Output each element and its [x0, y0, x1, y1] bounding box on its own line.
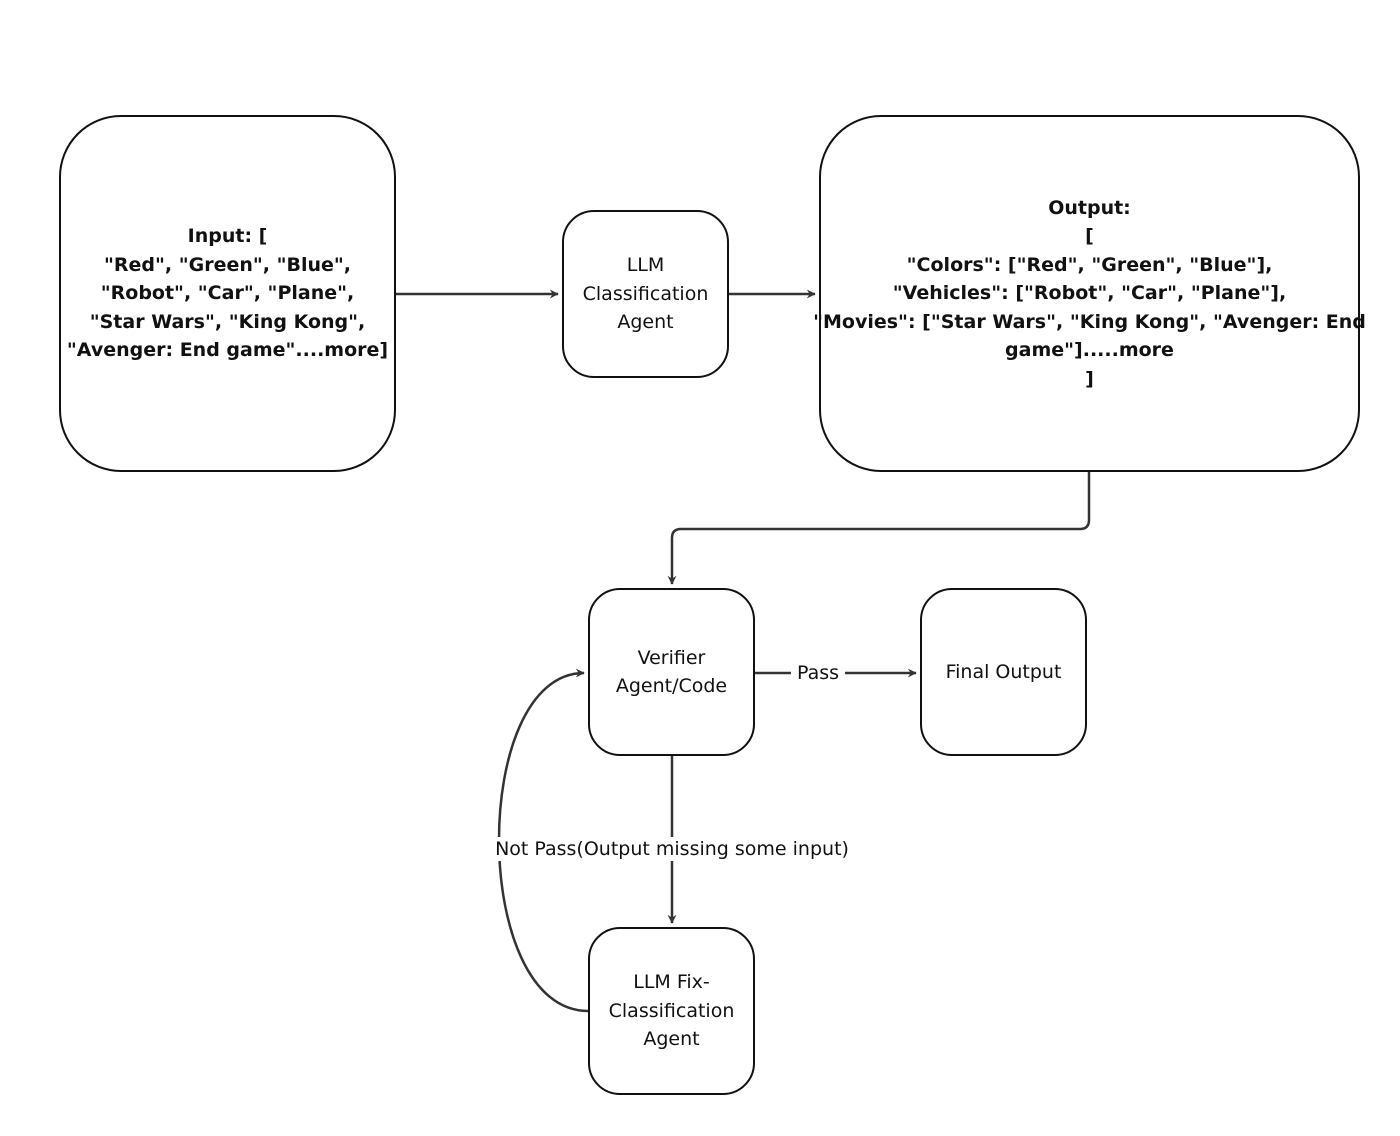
- fix-classification-line: LLM Fix-: [633, 971, 710, 994]
- output-line: "Movies": ["Star Wars", "King Kong", "Av…: [813, 310, 1366, 333]
- edge-output-to-verifier: [667, 472, 1091, 585]
- not-pass-edge-label: Not Pass(Output missing some input): [489, 837, 855, 861]
- final-output-line: Final Output: [945, 660, 1062, 683]
- llm-classification-line: Classification: [582, 282, 709, 305]
- fix-classification-line: Agent: [643, 1028, 700, 1051]
- llm-classification-line: Agent: [617, 311, 674, 334]
- input-line: "Robot", "Car", "Plane",: [100, 282, 355, 305]
- output-line: game"].....more: [1005, 339, 1174, 362]
- verifier-agent-node: Verifier Agent/Code: [588, 588, 755, 756]
- llm-classification-agent-node: LLM Classification Agent: [562, 210, 729, 378]
- pass-edge-label: Pass: [790, 661, 846, 685]
- input-line: "Red", "Green", "Blue",: [103, 253, 352, 276]
- output-line: "Vehicles": ["Robot", "Car", "Plane"],: [892, 282, 1287, 305]
- output-line: [: [1085, 225, 1094, 248]
- output-line: Output:: [1048, 196, 1131, 219]
- fix-classification-agent-node: LLM Fix- Classification Agent: [588, 927, 755, 1095]
- final-output-node: Final Output: [920, 588, 1087, 756]
- input-line: Input: [: [187, 225, 268, 248]
- output-line: ]: [1085, 367, 1094, 390]
- input-line: "Star Wars", "King Kong",: [89, 310, 366, 333]
- output-node: Output: [ "Colors": ["Red", "Green", "Bl…: [813, 115, 1366, 472]
- input-line: "Avenger: End game"....more]: [66, 339, 389, 362]
- input-node: Input: [ "Red", "Green", "Blue", "Robot"…: [59, 115, 396, 472]
- verifier-line: Agent/Code: [615, 675, 728, 697]
- output-line: "Colors": ["Red", "Green", "Blue"],: [906, 253, 1273, 276]
- verifier-line: Verifier: [637, 646, 706, 669]
- llm-classification-line: LLM: [626, 254, 665, 277]
- fix-classification-line: Classification: [608, 999, 735, 1022]
